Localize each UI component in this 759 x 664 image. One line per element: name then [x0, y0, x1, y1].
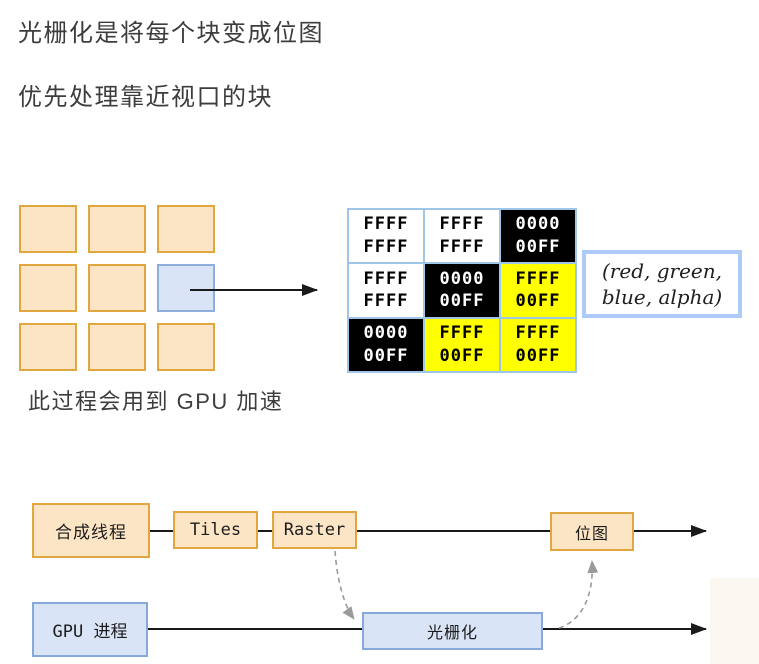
hex-value: 00FF [439, 291, 485, 312]
rgba-label-line2: blue, alpha) [601, 285, 723, 309]
dashed-arrow-rasterize-to-bitmap [558, 560, 599, 629]
tile-r3c2 [88, 323, 146, 371]
tile-r3c3 [157, 323, 215, 371]
hex-value: FFFF [515, 322, 561, 343]
tile-r2c2 [88, 264, 146, 312]
tile-r2c3-highlighted [157, 264, 215, 312]
gpu-acceleration-note: 此过程会用到 GPU 加速 [28, 389, 284, 414]
dashed-arrow-raster-to-rasterize [334, 550, 355, 620]
hex-value: 00FF [363, 345, 409, 366]
corner-background-artifact [710, 578, 759, 664]
gpu-process-box: GPU 进程 [32, 602, 148, 657]
bitmap-box: 位图 [550, 512, 634, 551]
hex-value: 00FF [515, 291, 561, 312]
tile-grid [19, 205, 215, 371]
hex-value: 00FF [439, 345, 485, 366]
tile-r3c1 [19, 323, 77, 371]
hex-value: FFFF [363, 214, 409, 235]
compositor-thread-box: 合成线程 [32, 503, 150, 558]
hex-value: FFFF [363, 268, 409, 289]
heading-viewport-priority: 优先处理靠近视口的块 [18, 84, 273, 111]
hex-value: 0000 [515, 214, 561, 235]
hex-value: FFFF [363, 291, 409, 312]
hex-value: 0000 [439, 268, 485, 289]
hex-value: 00FF [515, 237, 561, 258]
tiles-box: Tiles [173, 511, 258, 549]
rgba-channels-label: (red, green, blue, alpha) [582, 250, 742, 318]
hex-value: 0000 [363, 322, 409, 343]
heading-rasterization: 光栅化是将每个块变成位图 [18, 20, 324, 47]
hex-value: FFFF [439, 214, 485, 235]
hex-value: 00FF [515, 345, 561, 366]
rgba-label-line1: (red, green, [602, 259, 722, 283]
tile-r1c3 [157, 205, 215, 253]
raster-box: Raster [272, 511, 357, 549]
hex-value: FFFF [363, 237, 409, 258]
rasterize-box: 光栅化 [362, 612, 543, 650]
tile-r2c1 [19, 264, 77, 312]
tile-r1c2 [88, 205, 146, 253]
hex-value: FFFF [439, 237, 485, 258]
tile-r1c1 [19, 205, 77, 253]
hex-value: FFFF [439, 322, 485, 343]
hex-value: FFFF [515, 268, 561, 289]
